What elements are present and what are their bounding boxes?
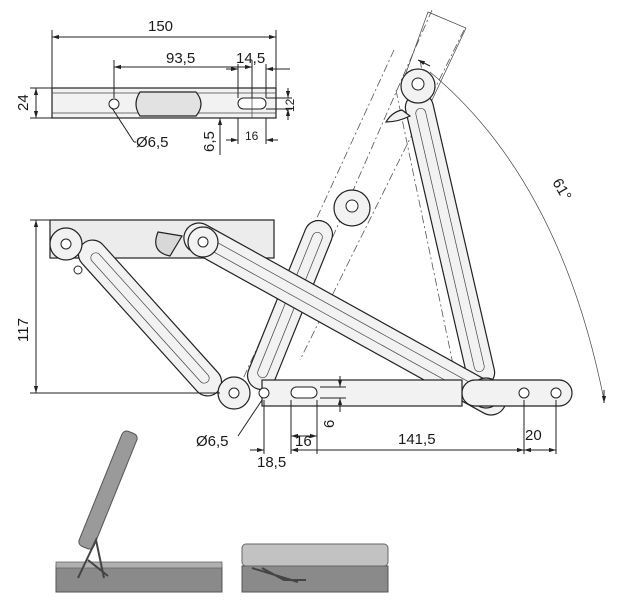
dim-top-slot-offset: 6,5 xyxy=(201,131,218,152)
dim-stay-height: 117 xyxy=(15,318,32,342)
dim-top-width: 150 xyxy=(148,18,173,35)
dim-top-slot-pos: 93,5 xyxy=(166,50,195,67)
base-plate-hole xyxy=(258,387,270,399)
base-plate-slot xyxy=(290,386,318,399)
illustration-open-lid xyxy=(55,430,223,593)
dim-bottom-hole-dia: Ø6,5 xyxy=(196,433,229,450)
dim-top-height: 24 xyxy=(15,94,32,111)
top-dimensions: 150 93,5 14,5 24 Ø6,5 12 16 6,5 xyxy=(15,18,297,155)
dim-top-slot-width: 14,5 xyxy=(236,50,265,67)
dim-top-slot-len: 16 xyxy=(245,129,259,143)
dim-bottom-span: 141,5 xyxy=(398,431,436,448)
dim-bottom-slot-len: 16 xyxy=(295,433,312,450)
top-plate-view xyxy=(51,87,277,119)
closed-arm-short xyxy=(77,239,223,397)
top-plate-hole xyxy=(108,98,120,110)
dim-top-slot-height: 12 xyxy=(283,98,297,112)
top-plate-cutout xyxy=(135,91,202,117)
dim-open-angle: 61° xyxy=(549,176,575,204)
base-plate xyxy=(258,379,573,407)
closed-arm-long xyxy=(183,222,507,416)
dim-bottom-slot-height: 6 xyxy=(321,420,338,428)
illustration-closed-lid xyxy=(241,543,389,593)
dim-top-hole-dia: Ø6,5 xyxy=(136,134,169,151)
dim-bottom-offset: 18,5 xyxy=(257,454,286,471)
dim-bottom-end: 20 xyxy=(525,427,542,444)
